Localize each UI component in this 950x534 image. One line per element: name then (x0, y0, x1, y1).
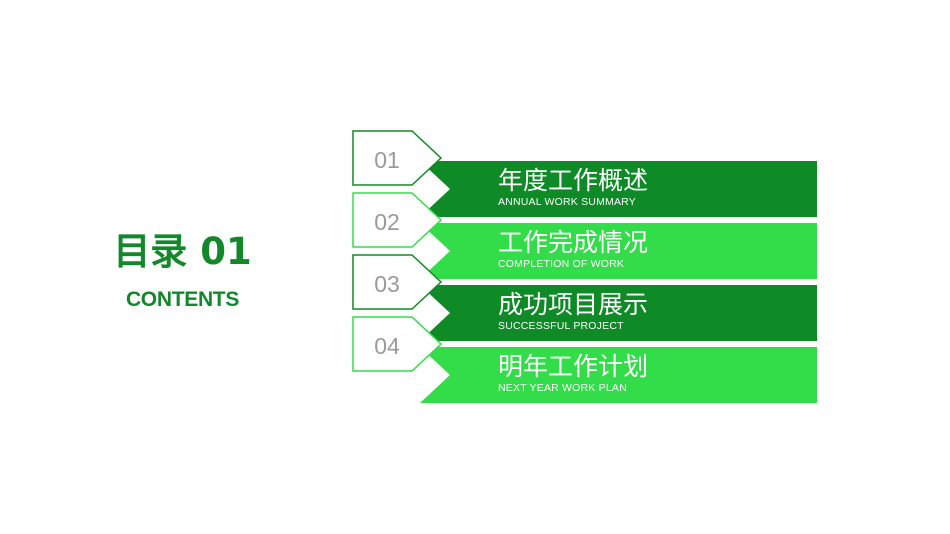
toc-item-04[interactable]: 04 明年工作计划 NEXT YEAR WORK PLAN (350, 316, 820, 406)
item-title: 明年工作计划 (498, 352, 649, 381)
item-title: 年度工作概述 (498, 166, 649, 195)
item-number: 02 (374, 209, 400, 235)
item-title: 成功项目展示 (498, 290, 649, 319)
page-subtitle: CONTENTS (125, 288, 240, 311)
ribbon-light (420, 223, 817, 279)
item-number: 01 (374, 147, 400, 173)
ribbon-light (420, 347, 817, 403)
toc-item-shape (352, 130, 817, 217)
toc-item-02[interactable]: 02 工作完成情况 COMPLETION OF WORK (350, 192, 820, 282)
toc-item-shape (352, 316, 817, 403)
contents-heading: 目录 01 CONTENTS (100, 226, 265, 313)
toc-item-01[interactable]: 01 年度工作概述 ANNUAL WORK SUMMARY (350, 130, 820, 220)
item-label: 年度工作概述 ANNUAL WORK SUMMARY (498, 166, 648, 208)
ribbon-dark (420, 161, 817, 217)
item-number: 03 (374, 271, 400, 297)
number-tag (352, 130, 443, 186)
item-number: 04 (374, 333, 400, 359)
item-subtitle: SUCCESSFUL PROJECT (498, 320, 624, 332)
number-tag (352, 316, 443, 372)
number-tag (352, 192, 443, 248)
item-label: 明年工作计划 NEXT YEAR WORK PLAN (498, 352, 648, 394)
item-subtitle: NEXT YEAR WORK PLAN (498, 382, 627, 394)
toc-item-03[interactable]: 03 成功项目展示 SUCCESSFUL PROJECT (350, 254, 820, 344)
toc-item-shape (352, 254, 817, 341)
item-subtitle: ANNUAL WORK SUMMARY (498, 196, 636, 208)
toc-item-shape (352, 192, 817, 279)
item-label: 成功项目展示 SUCCESSFUL PROJECT (498, 290, 648, 332)
item-label: 工作完成情况 COMPLETION OF WORK (498, 228, 648, 270)
item-title: 工作完成情况 (498, 228, 649, 257)
item-subtitle: COMPLETION OF WORK (498, 258, 625, 270)
number-tag (352, 254, 443, 310)
page-title: 目录 01 (113, 230, 252, 273)
ribbon-dark (420, 285, 817, 341)
